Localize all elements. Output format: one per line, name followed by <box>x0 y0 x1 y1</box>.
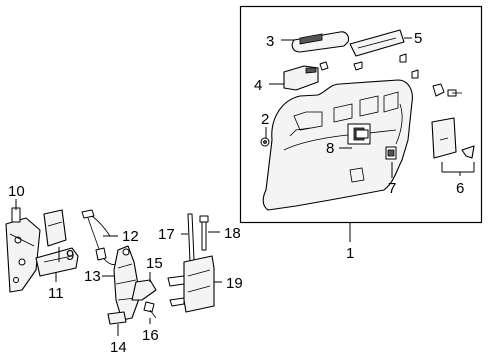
access-cover <box>431 117 457 159</box>
jack-tray <box>35 247 79 277</box>
jack-module <box>43 209 67 247</box>
callout-16: 16 <box>142 327 159 344</box>
callout-2: 2 <box>261 111 269 128</box>
quarter-trim-panel <box>262 79 413 211</box>
leader-lines <box>15 37 475 336</box>
retainer-clips-top <box>353 53 419 79</box>
callout-18: 18 <box>224 225 241 242</box>
panel-bracket <box>355 129 369 139</box>
cup-holder-bin <box>283 61 329 91</box>
grommet-fastener <box>432 83 462 97</box>
upper-trim-cap-left <box>291 31 350 53</box>
tool-rod <box>187 213 195 263</box>
callout-1: 1 <box>346 245 354 262</box>
callout-8: 8 <box>326 140 334 157</box>
callout-17: 17 <box>158 226 175 243</box>
callout-7: 7 <box>388 180 396 197</box>
jack-handle <box>131 279 157 301</box>
wing-bolt <box>143 301 157 319</box>
scissor-jack <box>113 245 141 321</box>
wiring-harness <box>81 209 117 265</box>
callout-6: 6 <box>456 180 464 197</box>
callout-5: 5 <box>414 30 422 47</box>
upper-trim-cap-right <box>349 29 405 57</box>
push-pin-retainer <box>260 137 270 147</box>
assembly-inset-frame <box>239 5 483 224</box>
mounting-bracket <box>5 207 41 293</box>
callout-13: 13 <box>84 268 101 285</box>
storage-bracket <box>167 255 215 313</box>
callout-9: 9 <box>66 247 74 264</box>
callout-11: 11 <box>48 285 64 302</box>
callout-15: 15 <box>146 255 163 272</box>
callout-4: 4 <box>254 77 262 94</box>
callout-3: 3 <box>266 33 274 50</box>
retaining-bolt <box>199 215 209 251</box>
callout-10: 10 <box>8 183 25 200</box>
wrench-clip <box>107 311 127 325</box>
callout-19: 19 <box>226 275 243 292</box>
callout-12: 12 <box>122 228 139 245</box>
callout-14: 14 <box>110 339 127 356</box>
cover-knob <box>461 145 475 159</box>
